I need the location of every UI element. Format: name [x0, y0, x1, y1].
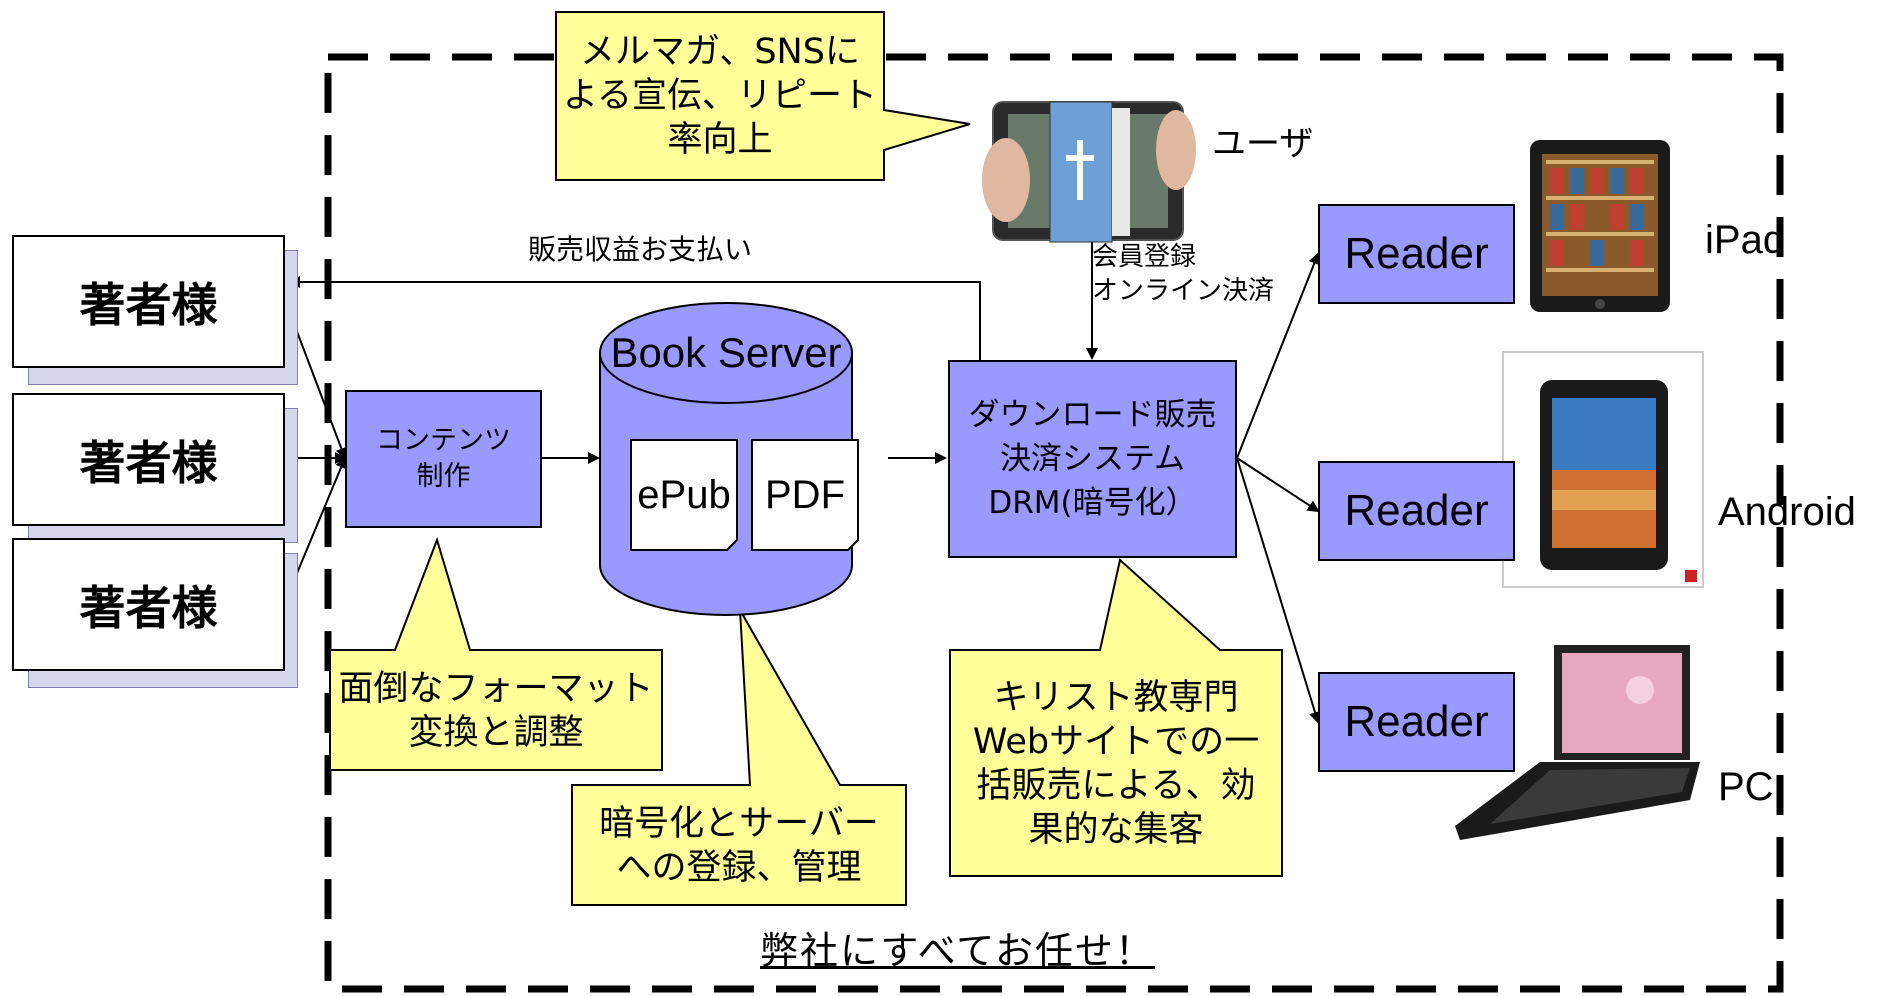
member-payment-label: 会員登録 オンライン決済: [1092, 242, 1275, 306]
callout-christian-shape: [949, 558, 1283, 877]
content-production-label: コンテンツ 制作: [376, 425, 511, 492]
author-box-2: 著者様: [12, 393, 285, 526]
android-device-icon: [1502, 351, 1704, 588]
payout-label: 販売収益お支払い: [528, 233, 753, 266]
footer-slogan: 弊社にすべてお任せ！: [760, 929, 1156, 973]
callout-christian-text: キリスト教専門 Webサイトでの一 括販売による、効 果的な集客: [972, 678, 1260, 850]
device-label-pc: PC: [1718, 765, 1774, 809]
callout-encrypt-text: 暗号化とサーバー への登録、管理: [599, 804, 879, 888]
doc-pdf-label: PDF: [765, 472, 845, 517]
content-production-box: コンテンツ 制作: [345, 390, 542, 528]
reader-box-pc: Reader: [1318, 672, 1515, 772]
device-label-android: Android: [1718, 490, 1856, 534]
ipad-device-icon: [1530, 140, 1670, 312]
callout-format-shape: [329, 536, 663, 771]
dashed-boundary: [324, 53, 1784, 993]
doc-epub-label: ePub: [637, 472, 731, 517]
author-box-1: 著者様: [12, 235, 285, 368]
device-label-ipad: iPad: [1705, 218, 1786, 262]
doc-epub-shape: [630, 439, 738, 551]
pc-laptop-icon: [1455, 645, 1700, 840]
user-tablet-icon: [982, 101, 1196, 243]
callout-encrypt-shape: [571, 609, 907, 906]
author-box-3: 著者様: [12, 538, 285, 671]
reader-box-android: Reader: [1318, 461, 1515, 561]
reader-box-ipad: Reader: [1318, 204, 1515, 304]
doc-pdf-shape: [751, 439, 859, 551]
user-label: ユーザ: [1212, 124, 1314, 164]
callout-marketing-text: メルマガ、SNSに よる宣伝、リピート 率向上: [563, 32, 877, 160]
book-server-title: Book Server: [610, 329, 842, 376]
callout-marketing-shape: [555, 11, 971, 181]
callout-format-text: 面倒なフォーマット 変換と調整: [338, 669, 654, 753]
sales-system-box: ダウンロード販売 決済システム DRM(暗号化）: [948, 360, 1237, 558]
